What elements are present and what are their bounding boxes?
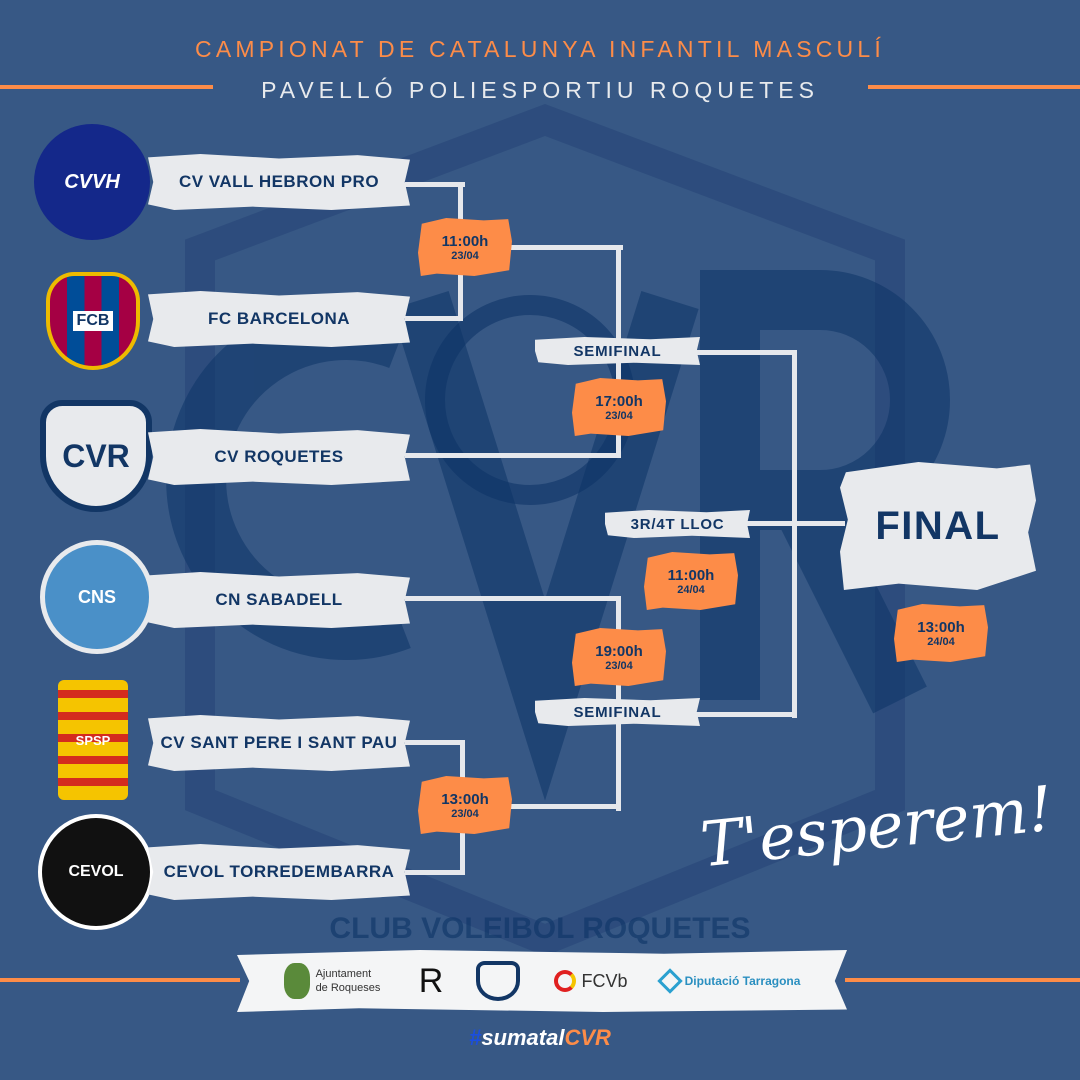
semifinal-label-top: SEMIFINAL xyxy=(535,337,700,365)
ajuntament-logo: Ajuntament de Roqueses xyxy=(283,963,386,999)
sant-pere-sant-pau-logo: SPSP xyxy=(58,680,128,800)
bracket-line xyxy=(405,740,465,745)
venue-title: PAVELLÓ POLIESPORTIU ROQUETES xyxy=(261,77,819,103)
team-cv-sant-pere: CV SANT PERE I SANT PAU xyxy=(148,715,410,771)
bracket-line xyxy=(505,245,623,250)
bracket-line xyxy=(405,316,463,321)
bracket-line xyxy=(695,350,797,355)
team-fc-barcelona: FC BARCELONA xyxy=(148,291,410,347)
tournament-title: CAMPIONAT DE CATALUNYA INFANTIL MASCULÍ xyxy=(195,36,885,62)
cvr-sponsor-logo xyxy=(476,961,521,1001)
bracket-line xyxy=(792,350,797,718)
bracket-line xyxy=(505,804,621,809)
hashtag: #sumatalCVR xyxy=(469,1025,611,1050)
final-label: FINAL xyxy=(840,462,1036,590)
divider-right xyxy=(868,85,1080,89)
bracket-line xyxy=(405,870,465,875)
third-place-label: 3R/4T LLOC xyxy=(605,510,750,538)
fcvb-logo: FCVb xyxy=(553,970,628,992)
cvr-logo: CVR xyxy=(40,400,152,512)
bracket-line xyxy=(405,453,621,458)
footer-divider-right xyxy=(845,978,1080,982)
team-cv-roquetes: CV ROQUETES xyxy=(148,429,410,485)
r-logo: R xyxy=(418,961,444,1000)
bracket-line xyxy=(745,521,845,526)
footer-divider-left xyxy=(0,978,240,982)
diputacio-logo: Diputació Tarragona xyxy=(656,968,800,994)
watermark-text: CLUB VOLEIBOL ROQUETES xyxy=(329,912,751,945)
semifinal-label-bottom: SEMIFINAL xyxy=(535,698,700,726)
fcb-logo: FCB xyxy=(46,272,140,370)
bracket-line xyxy=(695,712,797,717)
cn-sabadell-logo: CNS xyxy=(40,540,154,654)
cevol-torredembarra-logo: CEVOL xyxy=(38,814,154,930)
team-cn-sabadell: CN SABADELL xyxy=(148,572,410,628)
team-cv-vall-hebron: CV VALL HEBRON PRO xyxy=(148,154,410,210)
sponsors-band: Ajuntament de Roqueses R FCVb Diputació … xyxy=(237,950,847,1012)
divider-left xyxy=(0,85,213,89)
team-cevol-torredembarra: CEVOL TORREDEMBARRA xyxy=(148,844,410,900)
bracket-line xyxy=(405,596,621,601)
cvvh-logo: CVVH xyxy=(34,124,150,240)
bracket-line xyxy=(405,182,465,187)
